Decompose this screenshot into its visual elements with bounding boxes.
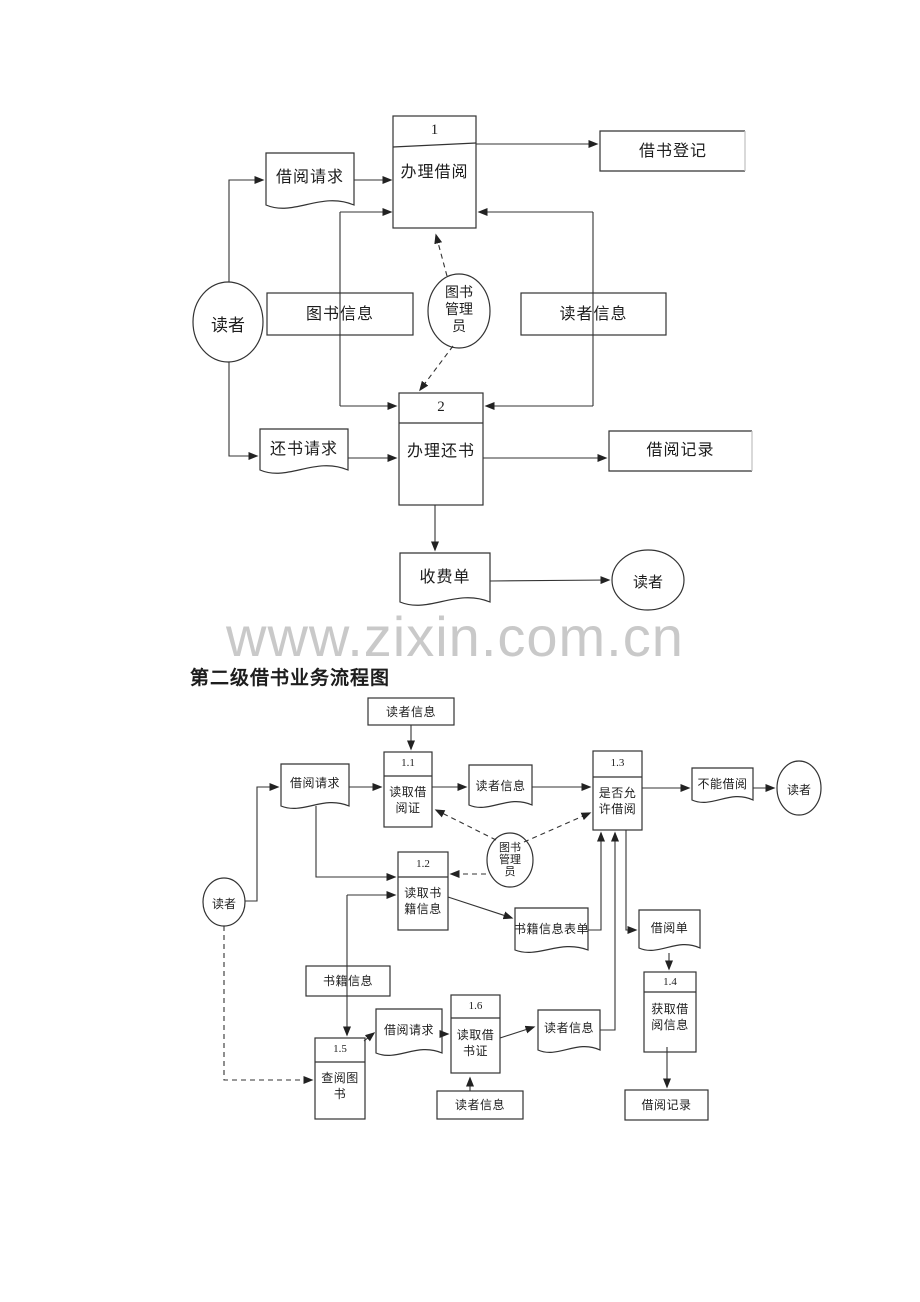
d2-process-1-5-box	[314, 1037, 366, 1120]
d1-fee-slip-doc	[399, 552, 491, 606]
d1-borrow-record-store	[608, 430, 752, 472]
d2-manager-circle	[486, 832, 534, 888]
d1-process1-divider	[392, 142, 477, 148]
d2-process-1-3-box	[592, 750, 643, 831]
d2-reader-right-circle	[776, 760, 822, 816]
d1-process2-box	[398, 392, 484, 506]
d2-process-1-6-box	[450, 994, 501, 1074]
d2-process-1-1-box	[383, 751, 433, 828]
d2-borrow-record-store	[624, 1089, 709, 1121]
diagram2-connectors	[223, 725, 776, 1091]
d2-process-1-4-box	[643, 971, 697, 1053]
diagram1-shapes	[192, 115, 753, 611]
d2-reader-left-circle	[202, 877, 246, 927]
section2-title: 第二级借书业务流程图	[190, 668, 391, 689]
d1-manager-circle	[427, 273, 491, 349]
d1-reader-left-circle	[192, 281, 264, 363]
d2-book-info-store	[305, 965, 391, 997]
d2-cannot-borrow-doc	[691, 767, 754, 803]
d2-book-info-form-doc	[514, 907, 589, 953]
d2-borrow-slip-doc	[638, 909, 701, 951]
d2-process-1-2-box	[397, 851, 449, 931]
d1-reader-right-circle	[611, 549, 685, 611]
d2-borrow-request-2-doc	[375, 1008, 443, 1056]
d2-reader-info-top-store	[367, 697, 455, 726]
d1-process1-box	[392, 115, 477, 229]
diagram2-shapes	[202, 697, 822, 1121]
diagram1-connectors	[228, 140, 611, 585]
d2-reader-info-doc	[468, 764, 533, 808]
d2-reader-info-2-doc	[537, 1009, 601, 1053]
d1-borrow-request-doc	[265, 152, 355, 209]
d1-return-request-doc	[259, 428, 349, 474]
watermark-text: www.zixin.com.cn	[226, 605, 684, 668]
d2-reader-info-store	[436, 1090, 524, 1120]
d2-borrow-request-doc	[280, 763, 350, 809]
d1-borrow-register-store	[599, 130, 745, 172]
